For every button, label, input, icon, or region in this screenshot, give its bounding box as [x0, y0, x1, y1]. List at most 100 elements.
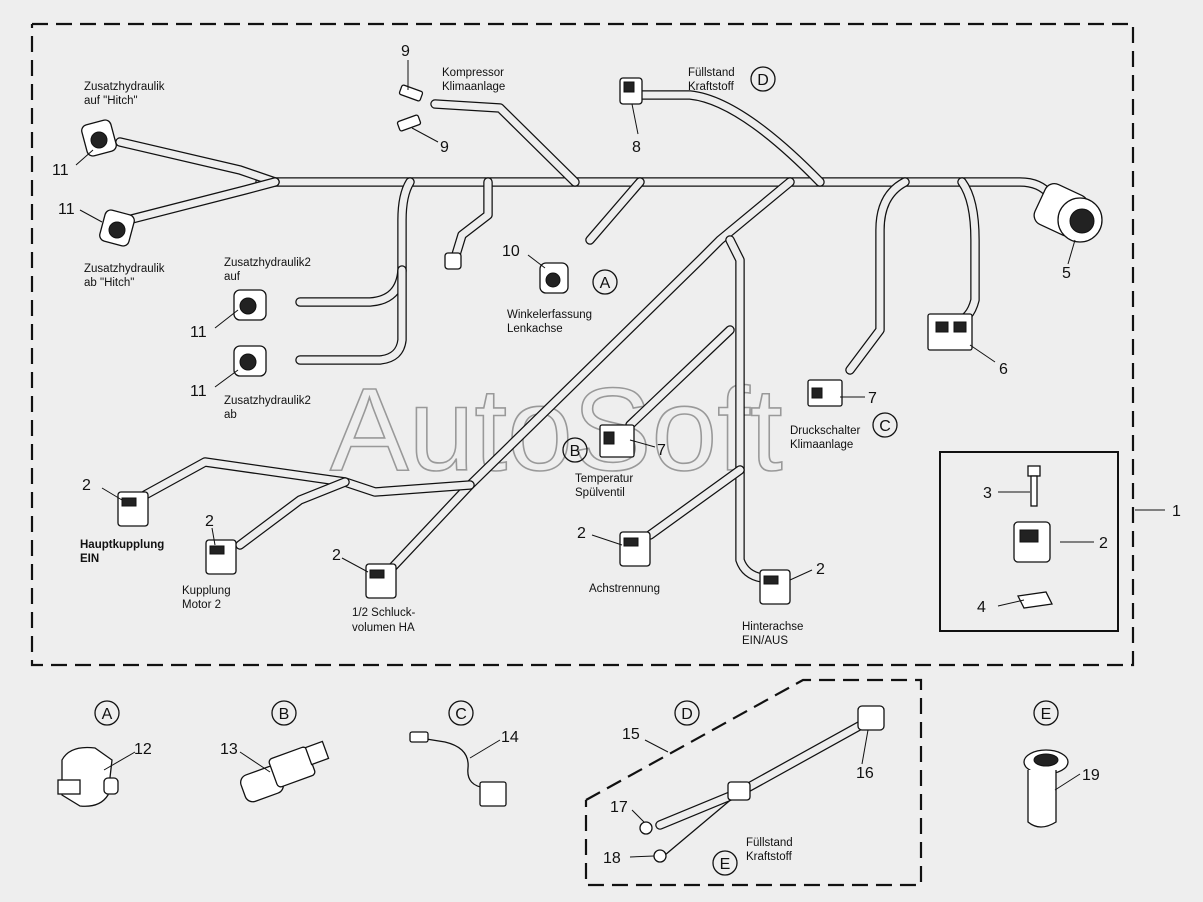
- connector-7-pressure: [807, 379, 843, 407]
- connector-2-main-clutch: [117, 491, 149, 527]
- inset-connector-2: [1013, 521, 1051, 563]
- num-8: 8: [632, 139, 641, 156]
- num-2-c: 2: [332, 547, 341, 564]
- label-compressor-2: Klimaanlage: [442, 81, 505, 93]
- num-7-a: 7: [868, 390, 877, 407]
- connector-11-hitch-up: [81, 119, 117, 157]
- num-2-d: 2: [577, 525, 586, 542]
- connector-9-bottom: [396, 114, 422, 132]
- label-main-clutch-1: Hauptkupplung: [80, 539, 164, 551]
- connector-11-aux2-down: [233, 345, 267, 377]
- label-clutch-motor-2: Motor 2: [182, 599, 221, 611]
- connector-9-top: [398, 84, 424, 102]
- num-17: 17: [610, 799, 628, 816]
- connector-unnamed-plug: [444, 252, 462, 270]
- text-labels: Zusatzhydraulik auf "Hitch" Zusatzhydrau…: [80, 67, 860, 863]
- leader-lines: [75, 60, 1165, 858]
- callout-a-sub: A: [102, 706, 113, 723]
- num-18: 18: [603, 850, 621, 867]
- callout-c-main: C: [879, 418, 891, 435]
- num-11-a: 11: [52, 162, 69, 179]
- num-16: 16: [856, 765, 874, 782]
- callout-a-main: A: [600, 275, 611, 292]
- connector-10-angle: [539, 262, 569, 294]
- label-clutch-motor-1: Kupplung: [182, 585, 231, 597]
- num-9-a: 9: [401, 43, 410, 60]
- num-2-e: 2: [816, 561, 825, 578]
- label-pressure-switch-1: Druckschalter: [790, 425, 860, 437]
- connector-7-temp: [599, 424, 635, 458]
- num-2-a: 2: [82, 477, 91, 494]
- part-19-fuel-sender: [1023, 749, 1069, 828]
- num-3: 3: [983, 485, 992, 502]
- label-aux-hitch-up-1: Zusatzhydraulik: [84, 81, 165, 93]
- num-4: 4: [977, 599, 986, 616]
- num-7-b: 7: [657, 442, 666, 459]
- num-15: 15: [622, 726, 640, 743]
- inset-frame: [939, 451, 1119, 632]
- label-fuel-level-e-2: Kraftstoff: [746, 851, 793, 863]
- label-angle-sensor-2: Lenkachse: [507, 323, 563, 335]
- callout-circles: A B C D A B C D E E: [94, 66, 1059, 876]
- label-fuel-level-2: Kraftstoff: [688, 81, 735, 93]
- callout-b-sub: B: [279, 706, 290, 723]
- part-12-sensor: [57, 746, 119, 807]
- group-d-frame: [584, 678, 923, 887]
- label-main-clutch-2: EIN: [80, 553, 99, 565]
- label-aux-hitch-down-2: ab "Hitch": [84, 277, 134, 289]
- connector-2-rear-axle: [759, 569, 791, 605]
- label-axle-sep: Achstrennung: [589, 583, 660, 595]
- connector-5-main: [1033, 182, 1103, 243]
- part-16-fuel-harness: [639, 705, 885, 863]
- connector-2-half-swallow: [365, 563, 397, 599]
- label-aux2-down-2: ab: [224, 409, 237, 421]
- connector-8: [619, 77, 643, 105]
- num-5: 5: [1062, 265, 1071, 282]
- inset-gasket-4: [1017, 591, 1053, 609]
- callout-e-sub: E: [1041, 706, 1052, 723]
- main-assembly-frame: [30, 22, 1135, 667]
- num-13: 13: [220, 741, 238, 758]
- label-aux2-up-2: auf: [224, 271, 241, 283]
- num-11-d: 11: [190, 383, 207, 400]
- connector-2-axle-sep: [619, 531, 651, 567]
- connector-11-aux2-up: [233, 289, 267, 321]
- num-2-b: 2: [205, 513, 214, 530]
- callout-c-sub: C: [455, 706, 467, 723]
- label-aux2-down-1: Zusatzhydraulik2: [224, 395, 311, 407]
- label-fuel-level-1: Füllstand: [688, 67, 735, 79]
- watermark: AutoSoft: [330, 364, 783, 496]
- num-14: 14: [501, 729, 519, 746]
- label-temp-1: Temperatur: [575, 473, 633, 485]
- label-aux-hitch-down-1: Zusatzhydraulik: [84, 263, 165, 275]
- num-10: 10: [502, 243, 520, 260]
- num-11-c: 11: [190, 324, 207, 341]
- label-rear-axle-2: EIN/AUS: [742, 635, 788, 647]
- part-numbers: 11 11 11 11 9 9 8 10 5 6 7 7 2 2 2 2 2 3…: [52, 43, 1181, 867]
- label-temp-2: Spülventil: [575, 487, 625, 499]
- label-compressor-1: Kompressor: [442, 67, 504, 79]
- connector-2-clutch-motor: [205, 539, 237, 575]
- callout-e-inner: E: [720, 856, 731, 873]
- label-fuel-level-e-1: Füllstand: [746, 837, 793, 849]
- callout-d-sub: D: [681, 706, 693, 723]
- part-13-temp-sender: [240, 740, 330, 803]
- callout-b-main: B: [570, 443, 581, 460]
- label-pressure-switch-2: Klimaanlage: [790, 439, 853, 451]
- part-14-pressure-switch: [409, 731, 507, 807]
- inset-bolt-3: [1027, 465, 1041, 507]
- connector-6: [927, 313, 973, 351]
- label-half-swallow-1: 1/2 Schluck-: [352, 607, 415, 619]
- num-2-f: 2: [1099, 535, 1108, 552]
- harness-wires: [115, 90, 1055, 583]
- num-12: 12: [134, 741, 152, 758]
- label-rear-axle-1: Hinterachse: [742, 621, 803, 633]
- connector-11-hitch-down: [99, 209, 135, 247]
- num-1: 1: [1172, 503, 1181, 520]
- num-19: 19: [1082, 767, 1100, 784]
- label-aux-hitch-up-2: auf "Hitch": [84, 95, 138, 107]
- num-11-b: 11: [58, 201, 75, 218]
- label-angle-sensor-1: Winkelerfassung: [507, 309, 592, 321]
